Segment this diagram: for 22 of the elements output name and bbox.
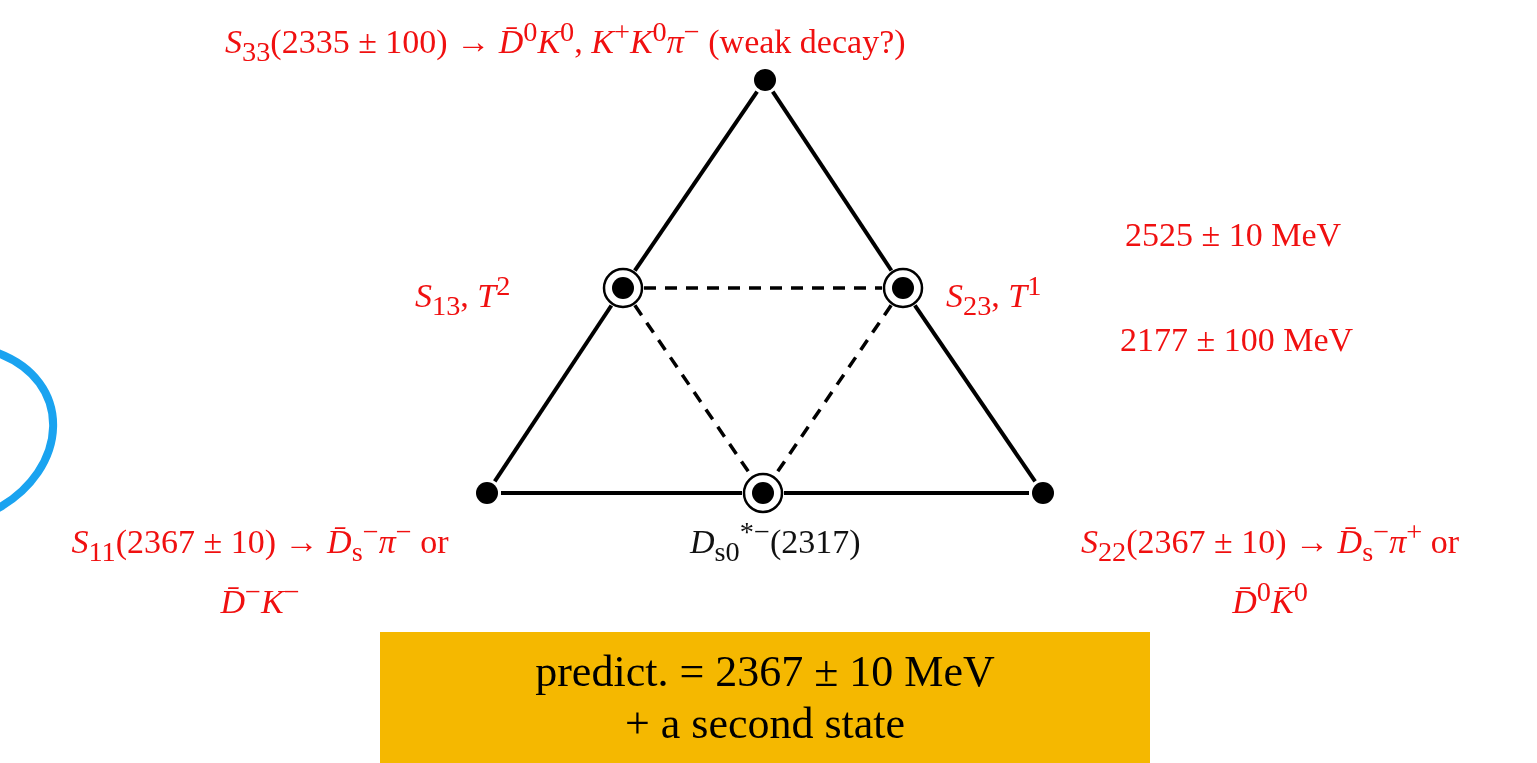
point-label: S$_{13}$, T$^{2}$ <box>415 269 511 324</box>
ringed-point <box>602 267 644 309</box>
point-label: S$_{11}$(2367 ± 10) → D̄$_{s}$$^{−}$π$^{−}$ or D̄$^{−}$K$^{−}$ <box>70 515 450 623</box>
note-box: predict. = 2367 ± 10 MeV + a second state <box>380 632 1150 763</box>
point-label: S$_{22}$(2367 ± 10) → D̄$_{s}$$^{−}$π$^{+}$ or D̄$^{0}$K̄$^{0}$ <box>1079 515 1461 623</box>
line <box>493 304 614 483</box>
mass-label: 2177 ± 100 MeV <box>1120 320 1354 360</box>
line <box>633 90 759 272</box>
ringed-point <box>742 472 784 514</box>
line <box>784 491 1029 495</box>
line <box>771 90 894 272</box>
point-label: S$_{23}$, T$^{1}$ <box>946 269 1042 324</box>
point-label: D$_{s0}$$^{*−}$(2317) <box>690 515 861 570</box>
point <box>751 66 779 94</box>
point <box>473 479 501 507</box>
ringed-point <box>882 267 924 309</box>
mass-label: 2525 ± 10 MeV <box>1125 215 1342 255</box>
point <box>1029 479 1057 507</box>
point-label: S$_{33}$(2335 ± 100) → D̄$^{0}$K$^{0}$, K$^{+}$K$^{0}$π$^{−}$ (weak decay?) <box>225 15 906 70</box>
dashed-line <box>644 286 882 290</box>
line <box>501 491 742 495</box>
line <box>913 304 1037 483</box>
